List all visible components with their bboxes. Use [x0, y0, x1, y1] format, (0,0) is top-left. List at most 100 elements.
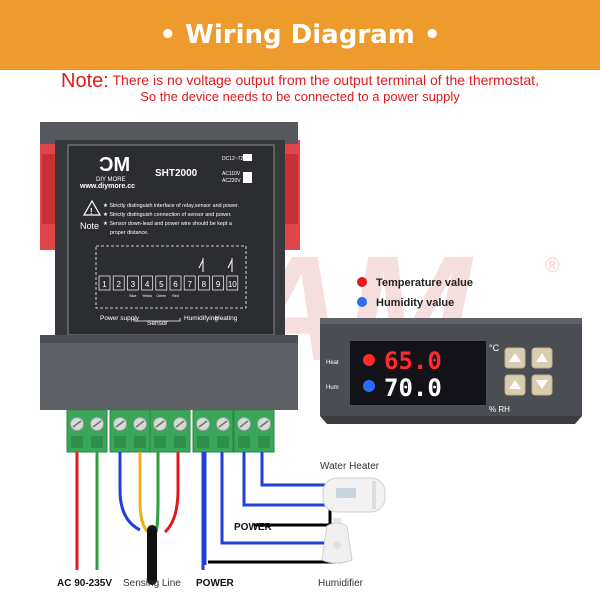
screw-slot [218, 420, 228, 428]
screw-slot [92, 420, 102, 428]
terminal-socket [154, 436, 166, 448]
voltage-dc-text: DC12~72V [222, 156, 247, 162]
terminal-block [109, 409, 151, 453]
terminal-diagram-frame [95, 245, 247, 309]
heat-indicator-icon [363, 354, 375, 366]
water-heater-label: Water Heater [320, 461, 380, 472]
up-icon [509, 380, 521, 389]
button-set-up-right[interactable] [531, 347, 553, 369]
terminal-number: 4 [145, 280, 150, 289]
hum-indicator-icon [363, 380, 375, 392]
ac-label: AC 90-235V [57, 578, 112, 589]
terminal-cell [141, 275, 153, 291]
label-humidifying: Humidifying [184, 315, 218, 322]
terminal-socket [217, 436, 229, 448]
humidifier [321, 518, 353, 564]
sensor-wire-red [163, 452, 180, 534]
button-set-down-right[interactable] [531, 374, 553, 396]
heater-wire-2 [260, 452, 325, 487]
terminal-socket [91, 436, 103, 448]
sensor-pin-label: Blue [129, 294, 136, 298]
right-clip-shade [282, 154, 298, 224]
voltage-ac-text: AC110V [222, 171, 241, 177]
screw-slot [135, 420, 145, 428]
humidifier-label: Humidifier [318, 578, 364, 589]
terminal-cell [183, 275, 196, 291]
website-text: www.diymore.cc [79, 183, 135, 190]
heat-label: Heat [326, 360, 339, 366]
voltage-ac-box [243, 172, 252, 183]
button-set-up-left[interactable] [504, 347, 526, 369]
temperature-dot-icon [357, 277, 367, 287]
terminal-socket [134, 436, 146, 448]
screw-slot [175, 420, 185, 428]
rh-unit: % RH [489, 405, 510, 414]
sensor-wire-blue [118, 452, 141, 532]
voltage-ac-text-2: AC220V [222, 178, 241, 184]
note-label: Note: [61, 70, 109, 92]
terminal-number: 9 [216, 280, 221, 289]
screw-slot [115, 420, 125, 428]
label-heating: Heating [215, 315, 238, 322]
terminal-block [233, 409, 275, 453]
screw-slot [259, 420, 269, 428]
terminal-socket [71, 436, 83, 448]
device-note-4: proper distance. [110, 230, 149, 236]
terminal-socket [238, 436, 250, 448]
terminal-cell [212, 275, 224, 291]
terminal-number: 5 [159, 280, 164, 289]
sensing-line-label: Sensing Line [123, 578, 181, 589]
thermostat-device: ƆM DIY MORE www.diymore.cc SHT2000 DC12~… [40, 122, 300, 410]
humidifier-knob [333, 541, 341, 549]
terminal-socket [174, 436, 186, 448]
legend-humidity: Humidity value [376, 297, 454, 309]
celsius-unit: °C [489, 343, 500, 353]
controller-bottom-edge [320, 416, 582, 424]
humidify-relay-icon [198, 258, 204, 272]
button-set-down-left[interactable] [504, 374, 526, 396]
brand-text: DIY MORE [96, 177, 126, 183]
terminal-block [192, 409, 234, 453]
water-heater [322, 477, 386, 513]
warning-icon [82, 199, 102, 216]
note-text-2: So the device needs to be connected to a… [140, 89, 460, 104]
terminal-socket [197, 436, 209, 448]
model-text: SHT2000 [155, 168, 198, 179]
terminal-socket [114, 436, 126, 448]
terminal-cell [226, 275, 239, 291]
note-block: Note: There is no voltage output from th… [0, 70, 600, 105]
terminal-number: 2 [116, 280, 121, 289]
terminal-block-row [66, 409, 275, 453]
label-sensor: Sensor [147, 320, 168, 327]
terminal-number: 10 [228, 280, 237, 289]
device-lower-shade [40, 335, 298, 343]
device-label [67, 144, 275, 336]
terminal-number: 1 [102, 280, 107, 289]
heating-relay-icon [227, 258, 233, 272]
power-label-middle: POWER [234, 522, 273, 533]
notes-label: Note [80, 221, 99, 231]
terminal-cell [169, 275, 182, 291]
terminal-socket [258, 436, 270, 448]
voltage-dc-box [243, 154, 252, 161]
label-power-supply: Power supply [100, 315, 140, 322]
watermark-mark: ® [545, 255, 560, 277]
terminal-number: 8 [202, 280, 207, 289]
up-icon [536, 353, 548, 362]
device-note-2: ★ Strictly distinguish connection of sen… [103, 212, 232, 218]
power-wire-black-bottom [208, 552, 342, 564]
terminal-cell [155, 275, 168, 291]
sensor-pin-label: Yellow [142, 294, 152, 298]
controller-top-edge [320, 318, 582, 324]
device-lower-body [40, 335, 298, 410]
terminal-cell [198, 275, 210, 291]
device-note-3: ★ Sensor down-lead and power wire should… [103, 221, 232, 227]
water-heater-panel [336, 488, 356, 498]
screw-slot [198, 420, 208, 428]
terminal-cell [127, 275, 139, 291]
wires [75, 452, 342, 570]
sensor-bracket [133, 318, 181, 322]
water-heater-edge [372, 481, 376, 509]
device-top-frame [40, 122, 298, 144]
